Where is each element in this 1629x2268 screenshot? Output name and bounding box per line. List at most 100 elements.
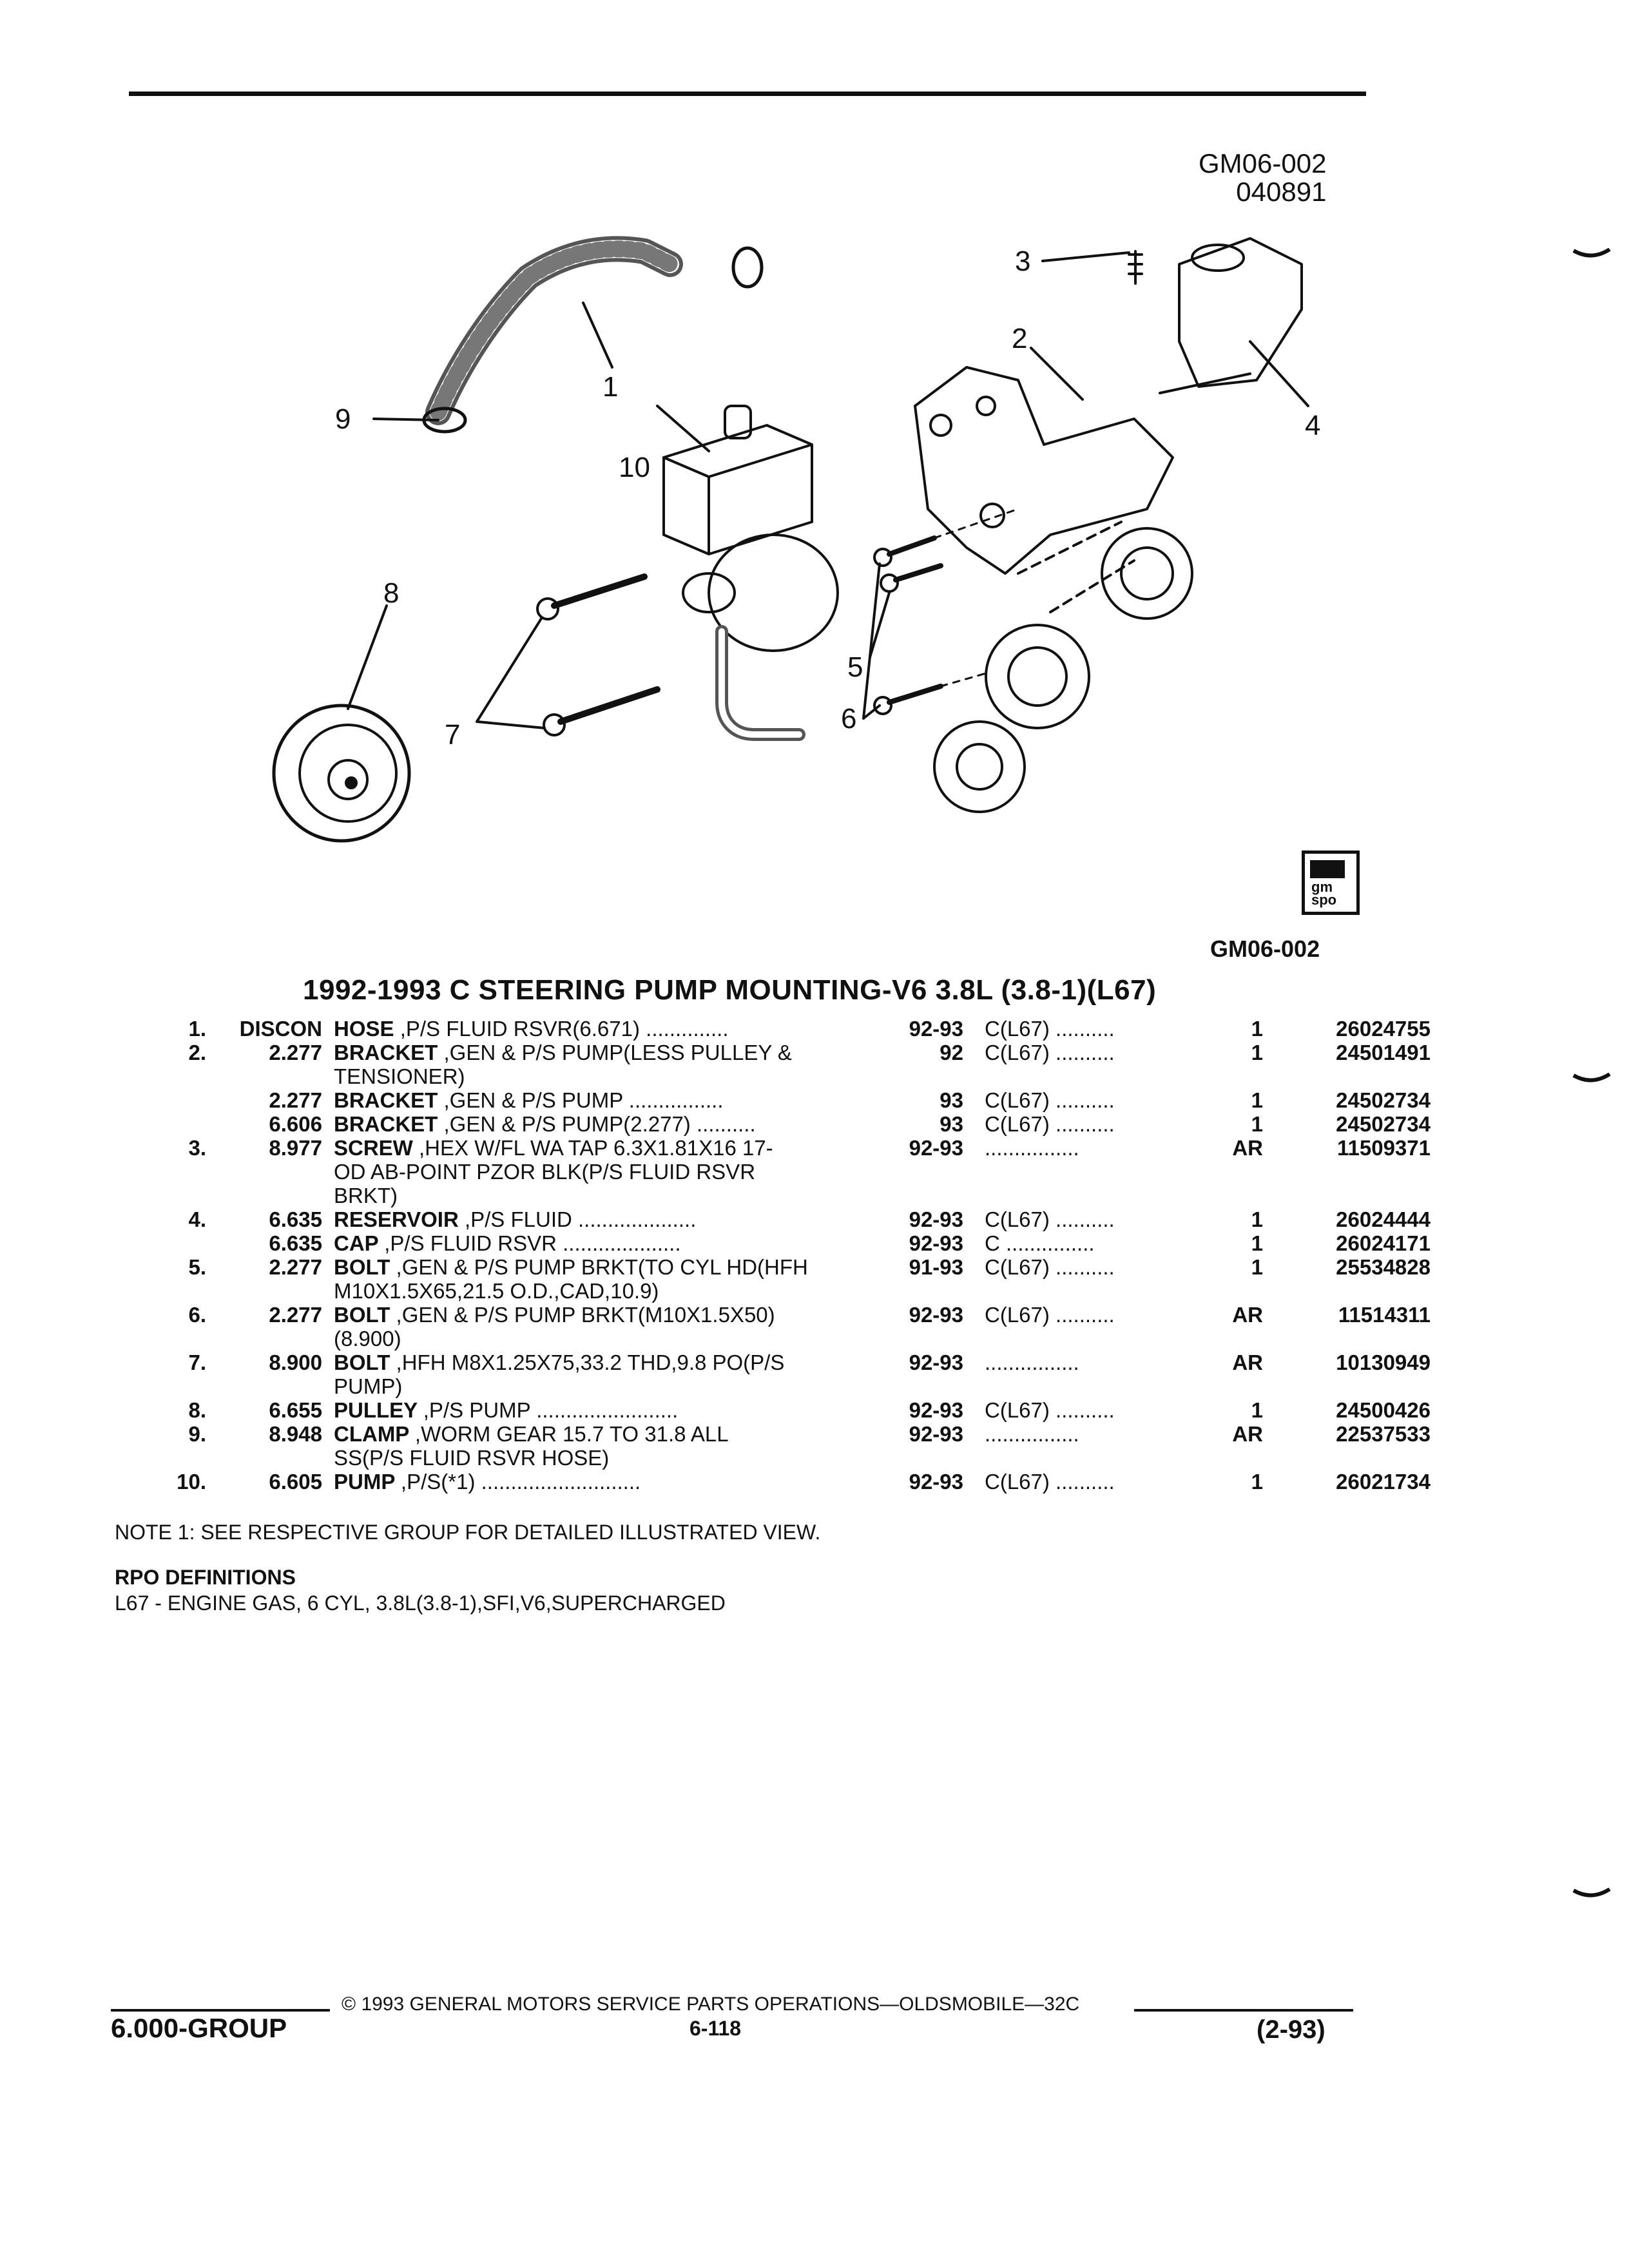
part-name: BRACKET bbox=[334, 1088, 438, 1112]
part-detail: ,P/S FLUID .................... bbox=[464, 1207, 697, 1231]
part-name: PUMP bbox=[334, 1470, 395, 1494]
bolt-7-upper bbox=[551, 573, 648, 609]
part-detail: ,HEX W/FL WA TAP 6.3X1.81X16 17- OD AB-P… bbox=[334, 1136, 773, 1207]
part-number: 24501491 bbox=[1336, 1041, 1431, 1064]
part-index: 6. bbox=[188, 1303, 206, 1327]
part-detail: ,HFH M8X1.25X75,33.2 THD,9.8 PO(P/S PUMP… bbox=[334, 1350, 785, 1398]
part-index: 9. bbox=[188, 1422, 206, 1446]
part-years: 93 bbox=[940, 1088, 963, 1112]
part-years: 92-93 bbox=[909, 1303, 963, 1327]
part-index: 1. bbox=[188, 1017, 206, 1041]
part-years: 92-93 bbox=[909, 1017, 963, 1041]
part-number: 26024444 bbox=[1336, 1207, 1431, 1231]
part-description: CLAMP ,WORM GEAR 15.7 TO 31.8 ALL SS(P/S… bbox=[334, 1422, 978, 1470]
callout-4: 4 bbox=[1305, 410, 1320, 441]
part-group: 2.277 bbox=[269, 1041, 322, 1064]
footer-copyright: © 1993 GENERAL MOTORS SERVICE PARTS OPER… bbox=[342, 1994, 1080, 2015]
part-years: 92-93 bbox=[909, 1350, 963, 1374]
part-quantity: AR bbox=[1232, 1136, 1263, 1160]
part-name: BOLT bbox=[334, 1350, 390, 1374]
part-detail: ,GEN & P/S PUMP(LESS PULLEY & TENSIONER) bbox=[334, 1041, 792, 1088]
screw-3-illustration bbox=[1128, 250, 1143, 285]
part-group: 8.900 bbox=[269, 1350, 322, 1374]
callout-8: 8 bbox=[383, 577, 399, 609]
part-group: 2.277 bbox=[269, 1303, 322, 1327]
part-model: C(L67) .......... bbox=[985, 1207, 1115, 1231]
part-name: BRACKET bbox=[334, 1112, 438, 1136]
generator-pulley bbox=[985, 624, 1090, 729]
part-name: BOLT bbox=[334, 1255, 390, 1279]
bracket-illustration bbox=[914, 366, 1174, 575]
bolt-5 bbox=[893, 563, 943, 582]
bolt-6-upper bbox=[887, 535, 937, 557]
part-quantity: 1 bbox=[1251, 1041, 1263, 1064]
footer-rule-left bbox=[111, 2009, 330, 2012]
part-quantity: 1 bbox=[1251, 1255, 1263, 1279]
part-years: 92-93 bbox=[909, 1231, 963, 1255]
part-name: CAP bbox=[334, 1231, 379, 1255]
part-index: 5. bbox=[188, 1255, 206, 1279]
part-index: 3. bbox=[188, 1136, 206, 1160]
part-index: 10. bbox=[177, 1470, 206, 1494]
bolt-7-lower bbox=[557, 686, 660, 725]
footer-page-number: 6-118 bbox=[689, 2017, 742, 2040]
part-model: ................ bbox=[985, 1422, 1079, 1446]
part-years: 92 bbox=[940, 1041, 963, 1064]
part-group: 2.277 bbox=[269, 1255, 322, 1279]
binder-mark-1 bbox=[1572, 248, 1611, 258]
figure-label: GM06-002 bbox=[1210, 936, 1320, 962]
part-detail: ,P/S FLUID RSVR(6.671) .............. bbox=[400, 1017, 729, 1041]
part-years: 92-93 bbox=[909, 1398, 963, 1422]
part-group: 6.606 bbox=[269, 1112, 322, 1136]
ps-pump-pulley bbox=[272, 704, 411, 843]
part-description: BOLT ,HFH M8X1.25X75,33.2 THD,9.8 PO(P/S… bbox=[334, 1350, 978, 1398]
part-group: 8.977 bbox=[269, 1136, 322, 1160]
part-model: C(L67) .......... bbox=[985, 1255, 1115, 1279]
callout-3: 3 bbox=[1015, 245, 1030, 277]
part-group: DISCON bbox=[239, 1017, 322, 1041]
part-index: 2. bbox=[188, 1041, 206, 1064]
exploded-view-diagram: 1 2 3 4 5 6 7 8 9 10 bbox=[272, 236, 1320, 843]
footer-group: 6.000-GROUP bbox=[111, 2013, 287, 2043]
part-model: C(L67) .......... bbox=[985, 1017, 1115, 1041]
footer-date: (2-93) bbox=[1257, 2015, 1325, 2044]
part-model: C(L67) .......... bbox=[985, 1303, 1115, 1327]
part-model: ................ bbox=[985, 1136, 1079, 1160]
callout-6: 6 bbox=[841, 703, 856, 735]
callout-5: 5 bbox=[847, 651, 863, 683]
top-rule bbox=[129, 91, 1366, 96]
gm-spo-logo: gm spo bbox=[1302, 850, 1360, 915]
rpo-heading: RPO DEFINITIONS bbox=[115, 1566, 296, 1589]
part-model: C(L67) .......... bbox=[985, 1112, 1115, 1136]
part-detail: ,GEN & P/S PUMP BRKT(TO CYL HD(HFH M10X1… bbox=[334, 1255, 808, 1303]
part-quantity: 1 bbox=[1251, 1398, 1263, 1422]
part-model: C(L67) .......... bbox=[985, 1398, 1115, 1422]
part-name: BRACKET bbox=[334, 1041, 438, 1064]
reservoir-illustration bbox=[1178, 237, 1303, 388]
part-number: 24502734 bbox=[1336, 1088, 1431, 1112]
footer-rule-right bbox=[1134, 2009, 1353, 2012]
part-number: 10130949 bbox=[1336, 1350, 1431, 1374]
idler-pulley-upper bbox=[1101, 527, 1193, 620]
part-detail: ,GEN & P/S PUMP(2.277) .......... bbox=[443, 1112, 756, 1136]
binder-mark-2 bbox=[1572, 1073, 1611, 1082]
part-description: BRACKET ,GEN & P/S PUMP ................ bbox=[334, 1088, 978, 1112]
part-description: BOLT ,GEN & P/S PUMP BRKT(M10X1.5X50) (8… bbox=[334, 1303, 978, 1350]
callout-9: 9 bbox=[335, 403, 351, 435]
part-number: 26021734 bbox=[1336, 1470, 1431, 1494]
part-quantity: AR bbox=[1232, 1422, 1263, 1446]
part-quantity: 1 bbox=[1251, 1017, 1263, 1041]
part-number: 11509371 bbox=[1336, 1136, 1431, 1160]
part-detail: ,P/S(*1) ........................... bbox=[400, 1470, 641, 1494]
part-detail: ,P/S FLUID RSVR .................... bbox=[384, 1231, 681, 1255]
part-group: 6.635 bbox=[269, 1231, 322, 1255]
part-quantity: 1 bbox=[1251, 1088, 1263, 1112]
part-detail: ,WORM GEAR 15.7 TO 31.8 ALL SS(P/S FLUID… bbox=[334, 1422, 729, 1470]
part-model: C(L67) .......... bbox=[985, 1470, 1115, 1494]
part-quantity: AR bbox=[1232, 1303, 1263, 1327]
part-group: 6.605 bbox=[269, 1470, 322, 1494]
part-description: BRACKET ,GEN & P/S PUMP(LESS PULLEY & TE… bbox=[334, 1041, 978, 1088]
part-quantity: AR bbox=[1232, 1350, 1263, 1374]
part-detail: ,GEN & P/S PUMP ................ bbox=[443, 1088, 724, 1112]
part-description: SCREW ,HEX W/FL WA TAP 6.3X1.81X16 17- O… bbox=[334, 1136, 978, 1207]
